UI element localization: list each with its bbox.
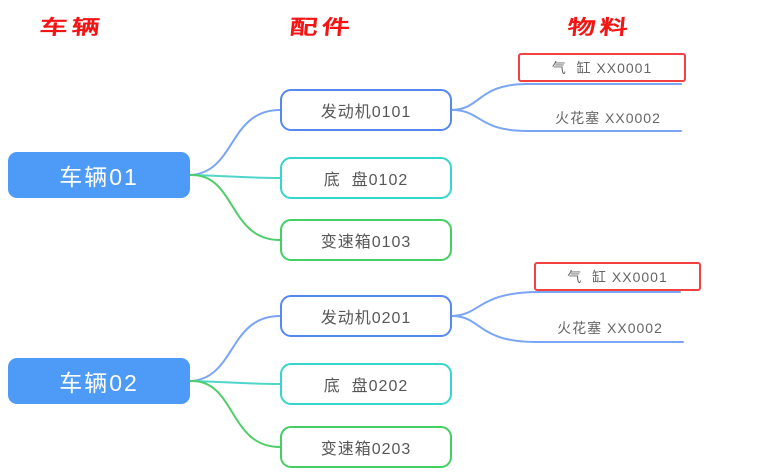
material-node-cylinder-1[interactable]: 气 缸 XX0001 (518, 53, 686, 82)
part-node-engine-0101[interactable]: 发动机0101 (280, 89, 452, 131)
root-node-vehicle-02[interactable]: 车辆02 (8, 358, 190, 404)
part-node-chassis-0202[interactable]: 底 盘0202 (280, 363, 452, 405)
part-node-engine-0201[interactable]: 发动机0201 (280, 295, 452, 337)
root-node-vehicle-01[interactable]: 车辆01 (8, 152, 190, 198)
part-node-gearbox-0203[interactable]: 变速箱0203 (280, 426, 452, 468)
column-header-materials: 物料 (566, 17, 634, 39)
column-header-parts: 配件 (288, 17, 356, 39)
column-header-vehicle: 车辆 (38, 17, 106, 39)
material-node-spark-plug-2[interactable]: 火花塞 XX0002 (557, 320, 663, 336)
part-node-gearbox-0103[interactable]: 变速箱0103 (280, 219, 452, 261)
material-node-spark-plug-1[interactable]: 火花塞 XX0002 (555, 110, 661, 126)
part-node-chassis-0102[interactable]: 底 盘0102 (280, 157, 452, 199)
material-node-cylinder-2[interactable]: 气 缸 XX0001 (534, 262, 701, 291)
